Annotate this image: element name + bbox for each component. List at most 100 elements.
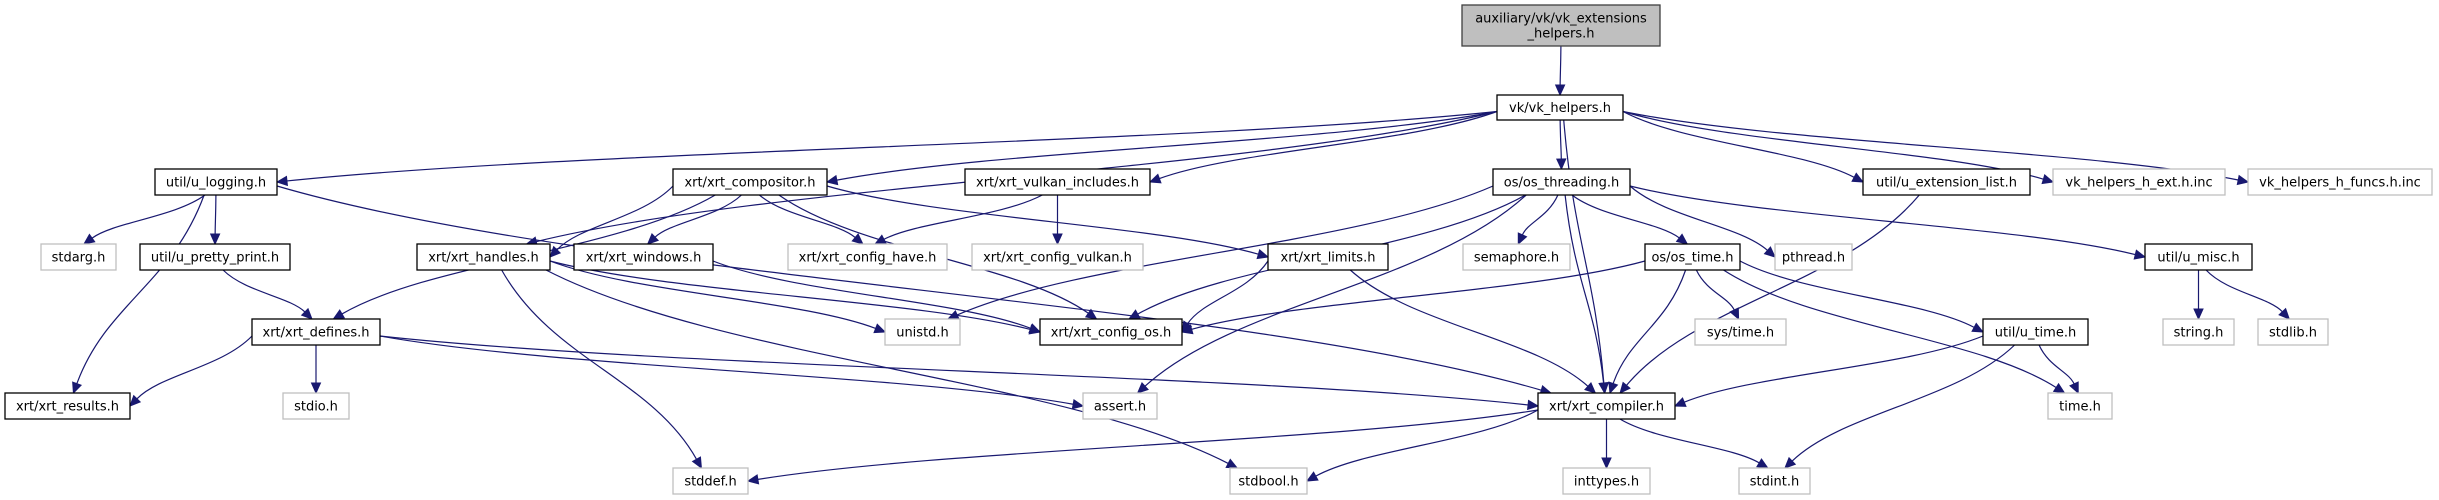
node-assert[interactable]: assert.h bbox=[1082, 392, 1158, 420]
node-label: util/u_time.h bbox=[1995, 326, 2076, 341]
node-stddef[interactable]: stddef.h bbox=[672, 467, 749, 495]
arrowhead-icon bbox=[1619, 381, 1631, 394]
edge-line bbox=[379, 335, 1074, 405]
node-xrt_compositor[interactable]: xrt/xrt_compositor.h bbox=[672, 168, 828, 196]
node-xrt_windows[interactable]: xrt/xrt_windows.h bbox=[573, 243, 714, 271]
arrowhead-icon bbox=[72, 381, 83, 395]
node-stdint[interactable]: stdint.h bbox=[1738, 467, 1811, 495]
node-u_logging[interactable]: util/u_logging.h bbox=[154, 168, 278, 196]
node-pthread[interactable]: pthread.h bbox=[1774, 243, 1853, 271]
node-box bbox=[1496, 94, 1624, 121]
node-label: stdint.h bbox=[1750, 475, 1799, 490]
node-config_vulkan[interactable]: xrt/xrt_config_vulkan.h bbox=[971, 243, 1144, 271]
node-os_time[interactable]: os/os_time.h bbox=[1644, 243, 1741, 271]
nodes-layer: auxiliary/vk/vk_extensions_helpers.h vk/v… bbox=[4, 4, 2433, 495]
node-label: string.h bbox=[2174, 326, 2224, 341]
node-semaphore[interactable]: semaphore.h bbox=[1462, 243, 1571, 271]
node-box bbox=[1229, 467, 1308, 495]
node-label: vk_helpers_h_funcs.h.inc bbox=[2259, 176, 2421, 191]
node-xrt_handles[interactable]: xrt/xrt_handles.h bbox=[416, 243, 551, 271]
node-label: _helpers.h bbox=[1526, 27, 1594, 42]
edge-xrt_defines-to-assert bbox=[379, 335, 1085, 410]
node-ext_inc[interactable]: vk_helpers_h_ext.h.inc bbox=[2052, 168, 2226, 196]
edge-line bbox=[214, 194, 217, 235]
arrowhead-icon bbox=[83, 233, 96, 245]
edge-line bbox=[501, 269, 698, 460]
node-root[interactable]: auxiliary/vk/vk_extensions_helpers.h bbox=[1461, 4, 1661, 47]
node-box bbox=[1492, 168, 1631, 196]
edge-line bbox=[1695, 269, 1735, 311]
node-stdbool[interactable]: stdbool.h bbox=[1229, 467, 1308, 495]
arrowhead-icon bbox=[1180, 324, 1194, 335]
edge-os_threading-to-semaphore bbox=[1517, 194, 1559, 246]
edge-line bbox=[757, 409, 1539, 480]
node-label: util/u_misc.h bbox=[2157, 251, 2239, 266]
edge-u_time-to-stdint bbox=[1784, 344, 2016, 469]
node-sys_time[interactable]: sys/time.h bbox=[1694, 318, 1787, 346]
arrowhead-icon bbox=[2133, 249, 2147, 260]
edge-vk_helpers-to-os_threading bbox=[1556, 119, 1567, 171]
node-funcs_inc[interactable]: vk_helpers_h_funcs.h.inc bbox=[2247, 168, 2433, 196]
edge-line bbox=[2205, 269, 2283, 313]
node-inttypes[interactable]: inttypes.h bbox=[1562, 467, 1651, 495]
node-label: assert.h bbox=[1094, 400, 1146, 415]
node-xrt_defines[interactable]: xrt/xrt_defines.h bbox=[251, 318, 381, 346]
edge-u_pretty_print-to-xrt_defines bbox=[222, 269, 313, 320]
arrowhead-icon bbox=[1851, 172, 1865, 183]
node-xrt_limits[interactable]: xrt/xrt_limits.h bbox=[1267, 243, 1389, 271]
edge-xrt_defines-to-stdio bbox=[310, 344, 322, 395]
node-box bbox=[1982, 318, 2089, 346]
arrowhead-icon bbox=[2236, 174, 2250, 186]
edge-u_logging-to-u_pretty_print bbox=[209, 194, 221, 246]
arrowhead-icon bbox=[1756, 458, 1769, 469]
node-u_misc[interactable]: util/u_misc.h bbox=[2144, 243, 2253, 271]
node-string[interactable]: string.h bbox=[2162, 318, 2235, 346]
node-box bbox=[1537, 392, 1676, 420]
node-unistd[interactable]: unistd.h bbox=[884, 318, 961, 346]
node-os_threading[interactable]: os/os_threading.h bbox=[1492, 168, 1631, 196]
edge-line bbox=[1622, 110, 1855, 178]
node-label: stdlib.h bbox=[2269, 326, 2317, 341]
node-stdarg[interactable]: stdarg.h bbox=[40, 243, 117, 271]
node-config_os[interactable]: xrt/xrt_config_os.h bbox=[1039, 318, 1183, 346]
edge-xrt_handles-to-stdbool bbox=[545, 269, 1239, 469]
edge-xrt_limits-to-xrt_compiler bbox=[1349, 269, 1597, 394]
arrowhead-icon bbox=[549, 245, 562, 258]
edge-line bbox=[1563, 119, 1605, 384]
edge-os_threading-to-pthread bbox=[1629, 185, 1776, 258]
arrowhead-icon bbox=[1127, 309, 1141, 320]
edge-os_time-to-time bbox=[1723, 269, 2066, 394]
node-label: os/os_time.h bbox=[1651, 251, 1733, 266]
node-box bbox=[1462, 243, 1571, 271]
arrowhead-icon bbox=[1148, 173, 1162, 184]
node-label: xrt/xrt_config_vulkan.h bbox=[983, 251, 1132, 266]
node-box bbox=[139, 243, 291, 271]
edge-vk_helpers-to-xrt_compositor bbox=[825, 110, 1498, 186]
node-stdlib[interactable]: stdlib.h bbox=[2257, 318, 2329, 346]
node-u_time[interactable]: util/u_time.h bbox=[1982, 318, 2089, 346]
node-box bbox=[573, 243, 714, 271]
node-stdio[interactable]: stdio.h bbox=[282, 392, 350, 420]
node-u_pretty_print[interactable]: util/u_pretty_print.h bbox=[139, 243, 291, 271]
arrowhead-icon bbox=[1554, 84, 1566, 97]
node-label: stddef.h bbox=[684, 475, 736, 490]
arrowhead-icon bbox=[1517, 232, 1528, 246]
edge-line bbox=[759, 194, 856, 238]
arrowhead-icon bbox=[1136, 382, 1149, 394]
node-time[interactable]: time.h bbox=[2047, 392, 2113, 420]
node-xrt_vulkan_includes[interactable]: xrt/xrt_vulkan_includes.h bbox=[964, 168, 1151, 196]
edge-line bbox=[1626, 194, 1920, 386]
edge-line bbox=[1629, 185, 1768, 251]
edge-u_logging-to-xrt_compiler bbox=[276, 185, 1553, 396]
node-label: xrt/xrt_handles.h bbox=[428, 251, 539, 266]
node-u_extension_list[interactable]: util/u_extension_list.h bbox=[1862, 168, 2031, 196]
edge-line bbox=[2038, 344, 2075, 385]
node-config_have[interactable]: xrt/xrt_config_have.h bbox=[787, 243, 948, 271]
node-vk_helpers[interactable]: vk/vk_helpers.h bbox=[1496, 94, 1624, 121]
arrowhead-icon bbox=[332, 309, 346, 320]
arrowhead-icon bbox=[1784, 456, 1797, 469]
node-xrt_compiler[interactable]: xrt/xrt_compiler.h bbox=[1537, 392, 1676, 420]
arrowhead-icon bbox=[851, 233, 864, 245]
node-xrt_results[interactable]: xrt/xrt_results.h bbox=[4, 392, 131, 420]
